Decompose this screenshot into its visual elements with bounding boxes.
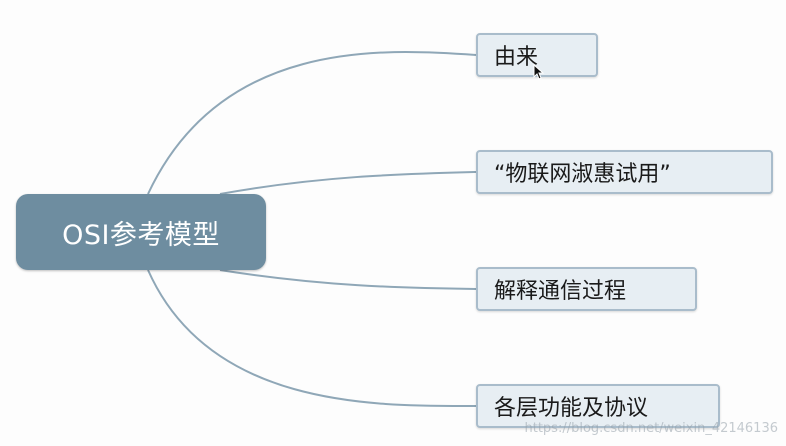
root-node-label: OSI参考模型 — [62, 219, 220, 251]
mouse-pointer-icon — [533, 64, 545, 80]
connector-to-layers — [147, 269, 477, 408]
connector-to-iot — [219, 171, 477, 195]
child-node-label: “物联网淑惠试用” — [494, 162, 671, 187]
child-node-label: 各层功能及协议 — [494, 396, 649, 421]
child-node-communication-process[interactable]: 解释通信过程 — [476, 267, 697, 311]
connector-to-origin — [147, 51, 477, 195]
child-node-iot-trial[interactable]: “物联网淑惠试用” — [476, 150, 773, 194]
child-node-label: 解释通信过程 — [494, 279, 627, 304]
child-node-label: 由来 — [494, 45, 539, 70]
connector-to-communication — [219, 269, 477, 290]
watermark-text: https://blog.csdn.net/weixin_42146136 — [524, 421, 778, 436]
child-node-layer-functions[interactable]: 各层功能及协议 — [476, 384, 720, 428]
root-node-osi-model[interactable]: OSI参考模型 — [16, 194, 266, 270]
